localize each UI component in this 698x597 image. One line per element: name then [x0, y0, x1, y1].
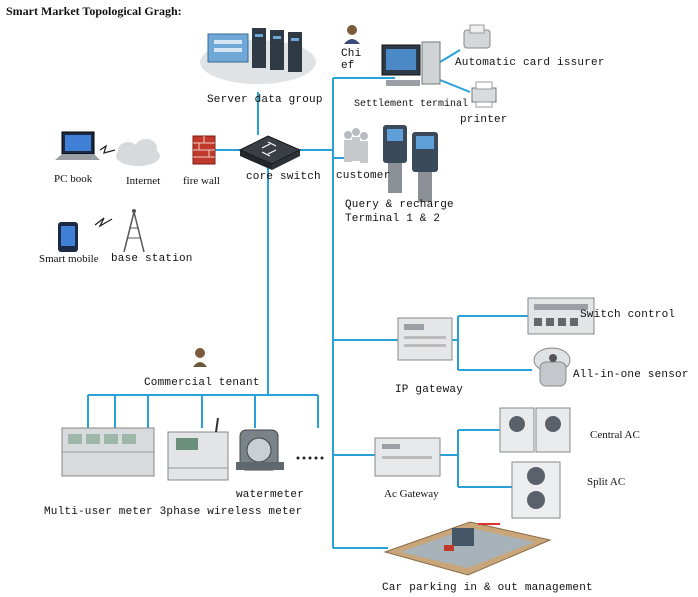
lightning-mobile-tower [94, 217, 113, 228]
wireless-links [94, 144, 116, 228]
customer-group-icon [344, 128, 368, 163]
split-ac-icon [511, 461, 561, 519]
label-query-recharge: Query & recharge [345, 199, 454, 211]
smart-mobile-icon [58, 222, 78, 252]
label-fire-wall: fire wall [183, 175, 220, 187]
label-smart-mobile: Smart mobile [39, 253, 99, 265]
central-ac-icon [499, 407, 571, 453]
label-printer: printer [460, 114, 508, 126]
ac-gateway-icon [374, 437, 441, 477]
tenant-person-icon [193, 348, 207, 367]
label-pc-book: PC book [54, 173, 93, 185]
base-station-icon [123, 209, 145, 253]
label-central-ac: Central AC [590, 429, 640, 441]
label-switch-control: Switch control [580, 309, 676, 321]
label-water-meter: watermeter [236, 489, 305, 501]
label-settlement-terminal: Settlement terminal [354, 99, 469, 110]
wireless-meter-icon [167, 417, 229, 481]
label-customer: customer [336, 170, 391, 182]
core-switch-icon [238, 135, 302, 170]
settlement-terminal-icon [381, 41, 441, 86]
query-terminal-2-icon [412, 132, 438, 202]
label-ip-gateway: IP gateway [395, 384, 464, 396]
more-devices-ellipsis [296, 456, 324, 460]
label-server-data-group: Server data group [207, 94, 323, 106]
label-all-in-one-sensor: All-in-one sensor [573, 369, 689, 381]
firewall-icon [192, 135, 216, 165]
label-terminal-1-2: Terminal 1 & 2 [345, 213, 441, 225]
label-ac-gateway: Ac Gateway [384, 488, 439, 500]
internet-cloud-icon [116, 139, 160, 166]
label-core-switch: core switch [246, 171, 321, 183]
label-card-issurer: Automatic card issurer [455, 57, 605, 69]
label-multi-user-meter: Multi-user meter 3phase wireless meter [44, 506, 303, 518]
label-commercial-tenant: Commercial tenant [144, 377, 260, 389]
label-internet: Internet [126, 175, 161, 187]
switch-control-icon [527, 297, 595, 335]
query-terminal-1-icon [383, 125, 407, 193]
link-settlement-printer [439, 79, 471, 93]
connection-lines [87, 49, 532, 549]
label-chief: Chi ef [341, 48, 362, 72]
car-parking-icon [383, 521, 552, 576]
diagram-title: Smart Market Topological Gragh: [6, 4, 182, 18]
sensor-icon [533, 347, 571, 387]
server-data-group-icon [200, 28, 316, 84]
water-meter-icon [236, 429, 284, 471]
lightning-pc-internet [99, 144, 116, 154]
laptop-icon [55, 131, 100, 160]
chief-person-icon [344, 25, 360, 44]
link-settlement-card [439, 49, 461, 63]
label-car-parking: Car parking in & out management [382, 582, 593, 594]
printer-icon [471, 81, 497, 108]
multi-user-meter-icon [61, 427, 155, 477]
card-issuer-icon [463, 24, 491, 49]
label-split-ac: Split AC [587, 476, 626, 488]
label-base-station: base station [111, 253, 193, 265]
ip-gateway-icon [397, 317, 453, 361]
